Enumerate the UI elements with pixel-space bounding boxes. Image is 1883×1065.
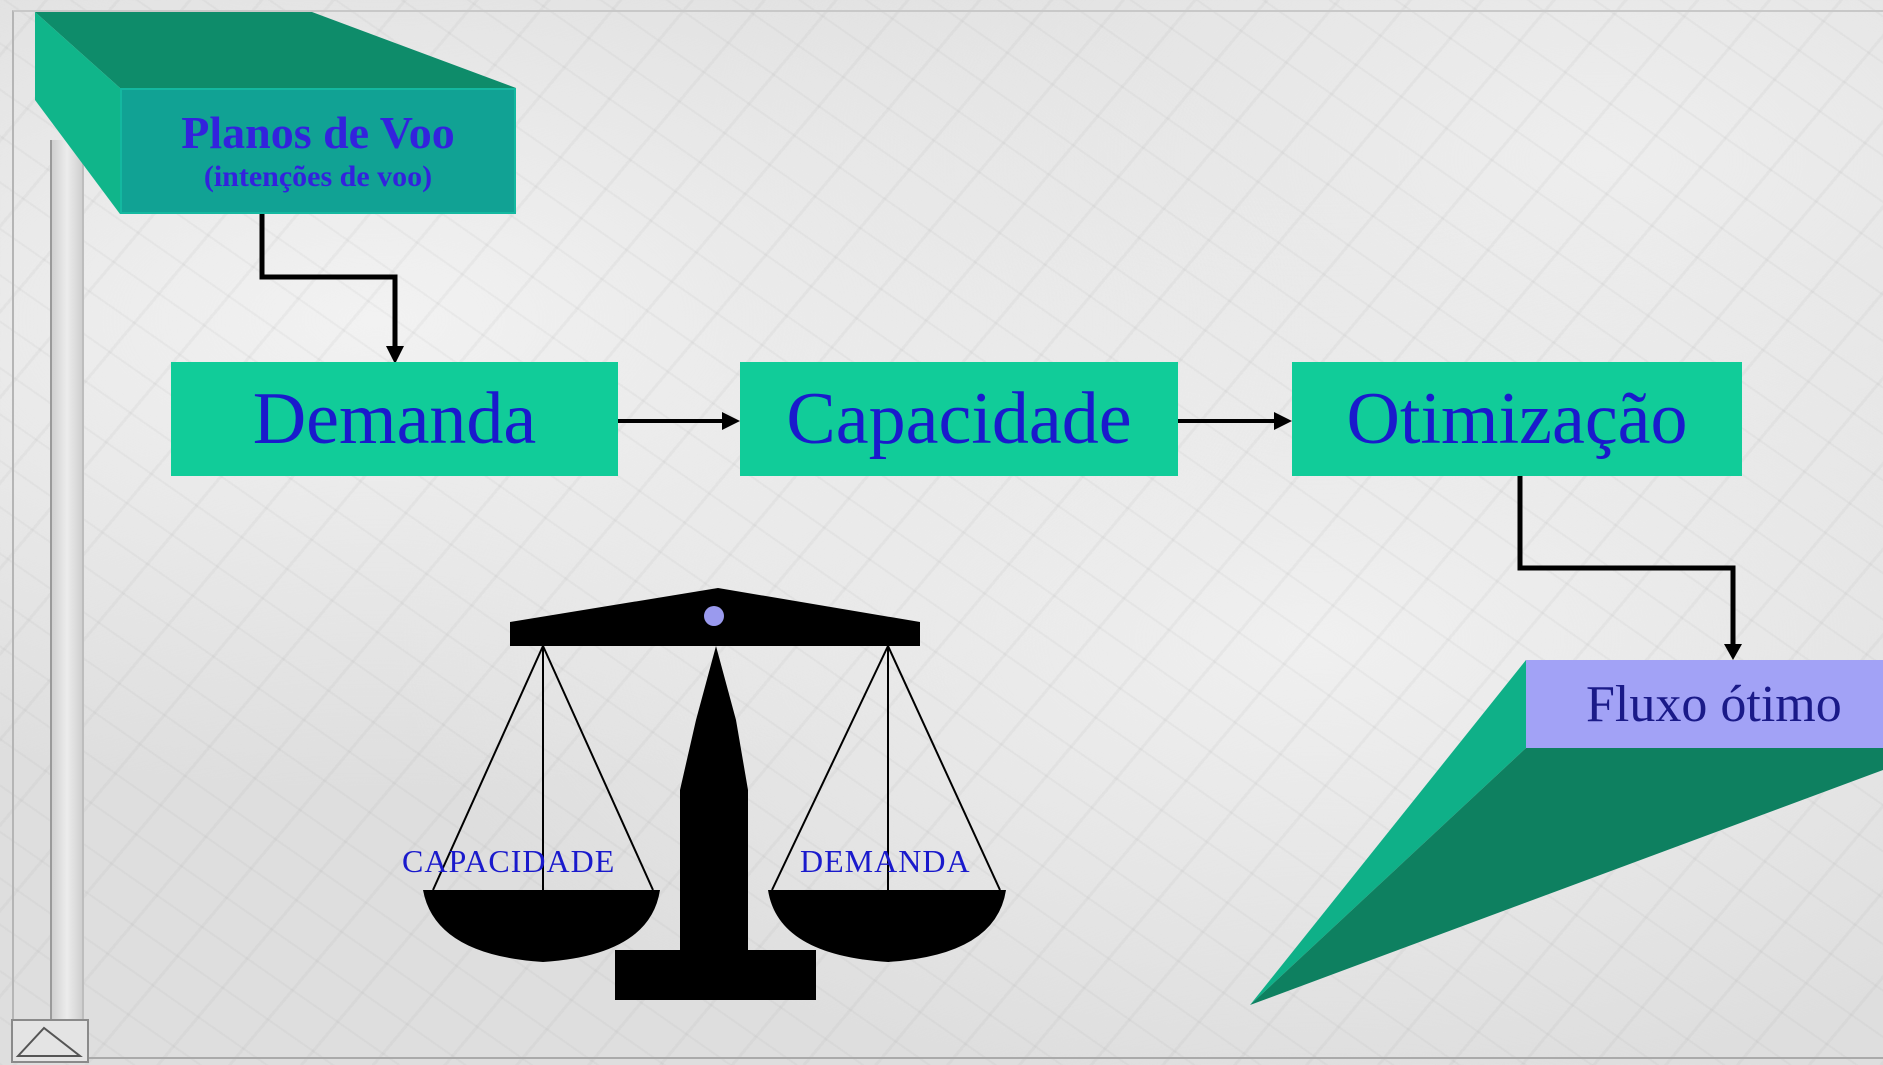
right-string-1 xyxy=(771,645,889,891)
capacity-label: Capacidade xyxy=(786,377,1132,460)
demand-label: Demanda xyxy=(252,377,537,460)
plan-box-title: Planos de Voo xyxy=(181,107,455,158)
scale-pillar xyxy=(615,646,816,1000)
right-pan xyxy=(768,890,1006,962)
scale-pivot xyxy=(704,606,724,626)
arrowhead-plan-to-demand xyxy=(386,346,404,364)
connector-optimization-to-result xyxy=(1517,476,1736,648)
plan-box: Planos de Voo (intenções de voo) xyxy=(120,88,516,214)
arrowhead-capacity-to-optimization xyxy=(1274,412,1292,430)
result-box-side-face xyxy=(1250,660,1526,1005)
demand-box: Demanda xyxy=(171,362,618,476)
left-scroll-bar[interactable] xyxy=(50,140,84,1020)
right-string-3 xyxy=(887,645,1001,891)
arrowhead-demand-to-capacity xyxy=(722,412,740,430)
left-string-3 xyxy=(542,645,654,891)
scale-left-label: CAPACIDADE xyxy=(402,843,616,879)
optimization-box: Otimização xyxy=(1292,362,1742,476)
left-string-1 xyxy=(432,645,544,891)
balance-scale xyxy=(423,588,1006,1000)
plan-box-top-face xyxy=(35,12,516,88)
capacity-box: Capacidade xyxy=(740,362,1178,476)
result-box-bottom-face xyxy=(1250,748,1883,1005)
plan-box-side-face xyxy=(35,12,120,214)
corner-nav-button xyxy=(11,1019,89,1063)
corner-button[interactable] xyxy=(10,1018,88,1062)
connector-plan-to-demand xyxy=(259,214,398,350)
optimization-label: Otimização xyxy=(1346,377,1688,460)
result-box: Fluxo ótimo xyxy=(1526,660,1883,748)
result-label: Fluxo ótimo xyxy=(1586,675,1842,733)
left-pan xyxy=(423,890,660,962)
slide-frame xyxy=(12,10,1883,1059)
plan-box-subtitle: (intenções de voo) xyxy=(203,160,433,193)
scale-right-label: DEMANDA xyxy=(800,843,971,879)
arrowhead-optimization-to-result xyxy=(1724,644,1742,660)
